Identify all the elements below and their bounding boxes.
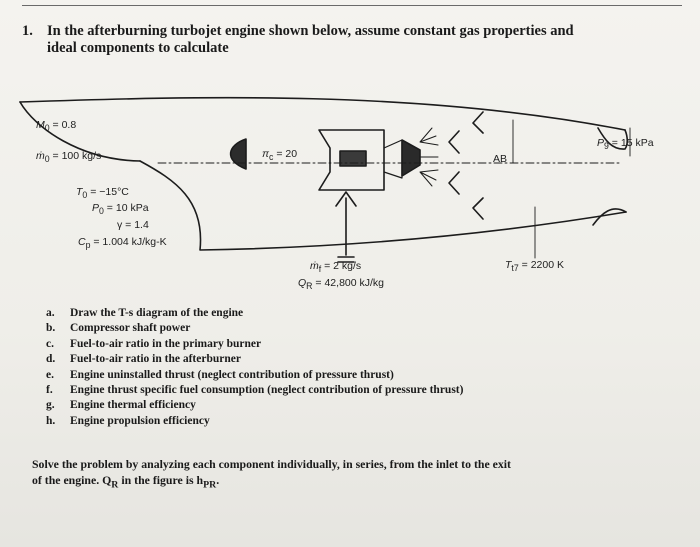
question-line-1: In the afterburning turbojet engine show…: [47, 23, 574, 39]
list-item: a.Draw the T-s diagram of the engine: [46, 307, 244, 319]
label-p0: P0 = 10 kPa: [92, 202, 149, 217]
ab-chevron-4: [472, 197, 484, 220]
list-item: b.Compressor shaft power: [46, 322, 191, 335]
label-cp: Cp = 1.004 kJ/kg-K: [78, 236, 167, 251]
closing-paragraph: Solve the problem by analyzing each comp…: [32, 456, 652, 493]
question-line-2: ideal components to calculate: [47, 40, 229, 56]
closing-line-1: Solve the problem by analyzing each comp…: [32, 457, 511, 471]
label-gamma: γ = 1.4: [117, 219, 149, 231]
label-p9: P9 = 15 kPa: [597, 137, 654, 152]
list-item: g.Engine thermal efficiency: [46, 399, 196, 412]
combustor: [339, 150, 367, 167]
turbine-cone: [383, 139, 403, 179]
nozzle-upper: [597, 127, 629, 150]
question-text: In the afterburning turbojet engine show…: [47, 23, 687, 57]
inlet-lip: [19, 101, 141, 162]
label-tt7: Tt7 = 2200 K: [505, 259, 564, 274]
parts-list: a.Draw the T-s diagram of the engine b.C…: [46, 306, 463, 429]
spinner: [229, 138, 247, 170]
question-number: 1.: [22, 23, 33, 39]
list-item: h.Engine propulsion efficiency: [46, 414, 210, 427]
list-item: d.Fuel-to-air ratio in the afterburner: [46, 353, 241, 366]
fuel-injector: [335, 191, 357, 263]
flame-holder: [401, 139, 421, 177]
spray-fan-top: [419, 127, 439, 146]
nacelle-lower: [139, 160, 627, 251]
spray-fan-bottom: [419, 169, 439, 187]
nacelle-upper: [19, 96, 626, 131]
label-afterburner: AB: [493, 153, 508, 165]
label-heating-value: QR = 42,800 kJ/kg: [298, 277, 385, 292]
label-mach: M0 = 0.8: [36, 119, 77, 134]
list-item: e.Engine uninstalled thrust (neglect con…: [46, 368, 394, 381]
nozzle-lower: [592, 208, 627, 226]
core-body: [318, 129, 385, 191]
ab-chevron-3: [448, 171, 460, 195]
ab-chevron-2: [448, 130, 460, 154]
label-fuel-flow: ṁf = 2 kg/s: [310, 260, 362, 275]
closing-line-2: of the engine. QR in the figure is hPR.: [32, 473, 220, 491]
ab-chevron-1: [472, 111, 484, 134]
top-divider: [22, 5, 682, 6]
label-t0: T0 = −15°C: [76, 186, 129, 201]
label-pressure-ratio: πc = 20: [262, 148, 298, 163]
label-mass-flow: ṁ0 = 100 kg/s: [36, 150, 102, 165]
list-item: f.Engine thrust specific fuel consumptio…: [46, 384, 464, 397]
list-item: c.Fuel-to-air ratio in the primary burne…: [46, 337, 262, 350]
